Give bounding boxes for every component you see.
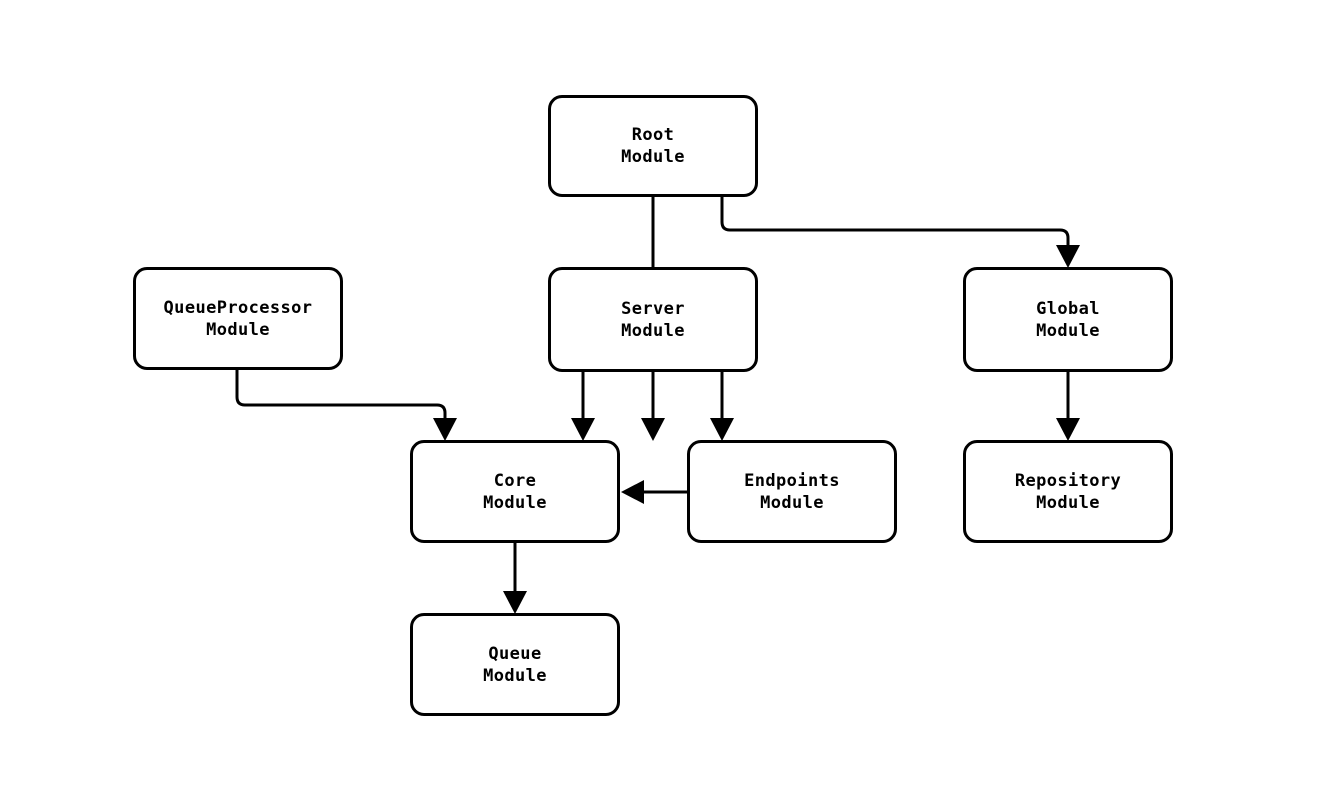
edge-queueprocessor-to-core <box>235 370 457 441</box>
edge-server-to-endpoints <box>710 372 734 441</box>
node-label-line-2: Module <box>621 320 685 341</box>
node-core-module[interactable]: Core Module <box>410 440 620 543</box>
node-server-module[interactable]: Server Module <box>548 267 758 372</box>
node-label-line-1: Server <box>621 298 685 319</box>
node-label-line-1: Queue <box>488 643 542 664</box>
edge-core-to-queue <box>503 543 527 614</box>
node-label-line-1: Global <box>1036 298 1100 319</box>
arrowhead-left <box>621 480 644 504</box>
arrowhead-down <box>433 418 457 441</box>
node-global-module[interactable]: Global Module <box>963 267 1173 372</box>
node-endpoints-module[interactable]: Endpoints Module <box>687 440 897 543</box>
node-queueprocessor-module[interactable]: QueueProcessor Module <box>133 267 343 370</box>
node-label-line-2: Module <box>621 147 685 167</box>
node-label-line-2: Module <box>1036 320 1100 341</box>
arrowhead-down <box>1056 418 1080 441</box>
arrowhead-down <box>641 418 665 441</box>
node-label-line-1: Repository <box>1014 470 1122 491</box>
node-label-line-1: Root <box>631 125 675 145</box>
edge-endpoints-to-core <box>621 480 687 504</box>
edge-server-to-core <box>571 372 595 441</box>
node-label-line-2: Module <box>483 665 547 686</box>
node-root-module[interactable]: Root Module <box>548 95 758 197</box>
arrowhead-down <box>710 418 734 441</box>
arrowhead-down <box>503 591 527 614</box>
node-label-line-1: Core <box>493 470 537 491</box>
node-label-line-2: Module <box>1036 492 1100 513</box>
node-label-line-1: Endpoints <box>744 470 840 491</box>
node-label-line-2: Module <box>760 492 824 513</box>
node-queue-module[interactable]: Queue Module <box>410 613 620 716</box>
node-label-line-2: Module <box>483 492 547 513</box>
edge-root-to-global <box>720 197 1080 268</box>
arrowhead-down <box>571 418 595 441</box>
node-label-line-2: Module <box>206 319 270 340</box>
node-label-line-1: QueueProcessor <box>163 297 313 318</box>
arrowhead-down <box>1056 245 1080 268</box>
edge-global-to-repository <box>1056 372 1080 441</box>
node-repository-module[interactable]: Repository Module <box>963 440 1173 543</box>
